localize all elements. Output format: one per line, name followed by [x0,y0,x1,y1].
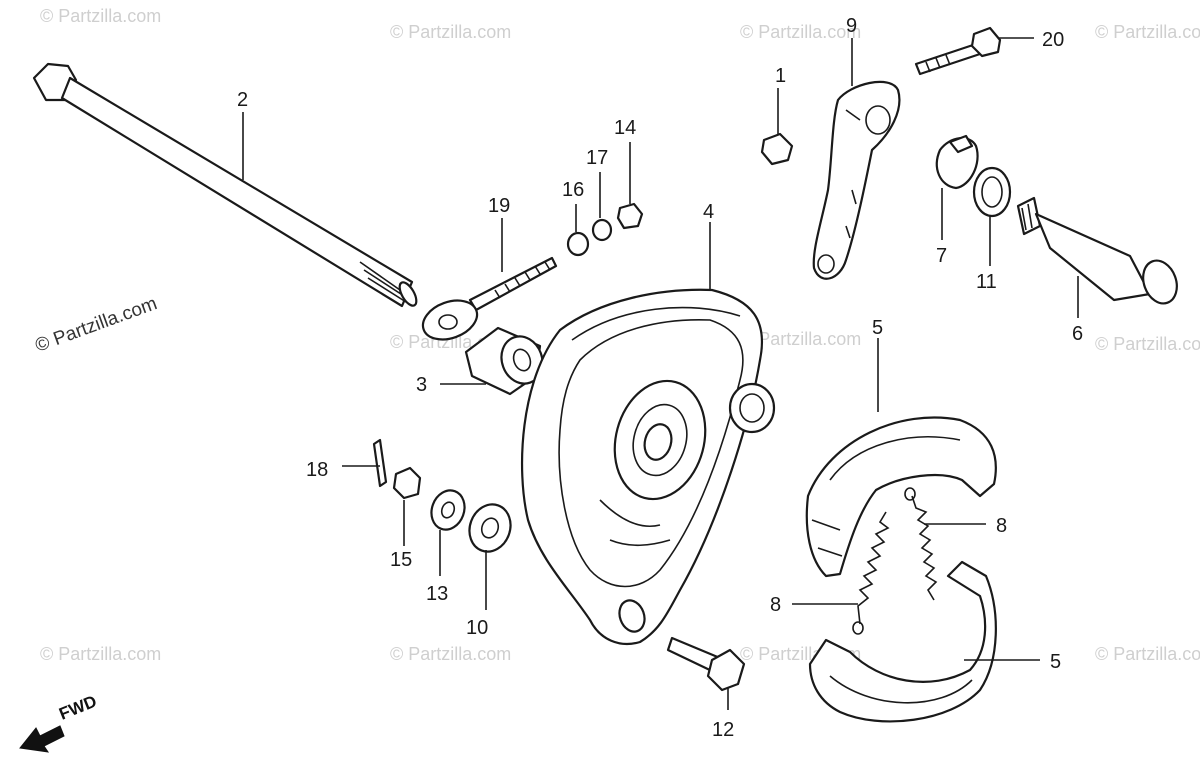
callout-5-lower: 5 [1050,651,1061,673]
brake-cam-6 [1016,196,1178,305]
brake-arm-9 [812,80,901,280]
callout-10: 10 [466,617,488,639]
brake-shoe-lower [808,560,997,723]
watermark: © Partzilla.com [1095,334,1200,354]
callout-7: 7 [936,245,947,267]
washer-16 [566,231,590,257]
bolt-20 [914,26,1002,76]
callout-14: 14 [614,117,636,139]
callout-11: 11 [976,271,997,293]
nut-1 [760,132,794,166]
callout-12: 12 [712,719,734,741]
watermark: © Partzilla.com [1095,22,1200,42]
collar-part [464,326,544,396]
callout-15: 15 [390,549,412,571]
brake-rod-part [421,256,558,341]
spring-8-right [904,487,938,601]
nut-15 [392,466,422,500]
callout-2: 2 [237,89,248,111]
leader-lines [242,37,1079,710]
callout-4: 4 [703,201,714,223]
callout-9: 9 [846,15,857,37]
oil-seal-11 [972,166,1012,218]
watermark: © Partzilla.com [740,22,861,42]
watermark: © Partzilla.com [740,329,861,349]
callout-20: 20 [1042,29,1064,51]
callout-5-upper: 5 [872,317,883,339]
spring-8-left [852,511,890,635]
watermark: © Partzilla.com [40,6,161,26]
callout-8-left: 8 [770,594,781,616]
callout-8-right: 8 [996,515,1007,537]
washer-13 [430,489,466,531]
watermark-main: © Partzilla.com [33,293,160,357]
callout-19: 19 [488,195,510,217]
callout-16: 16 [562,179,584,201]
indicator-plate-7 [935,134,979,190]
nut-14 [616,202,644,230]
bolt-12 [666,636,746,692]
callout-6: 6 [1072,323,1083,345]
axle-part [32,62,418,308]
watermark: © Partzilla.com [390,644,511,664]
watermark: © Partzilla.com [40,644,161,664]
callout-13: 13 [426,583,448,605]
callout-17: 17 [586,147,608,169]
fwd-indicator: FWD [19,692,99,753]
brake-shoe-upper [805,416,997,578]
fwd-label: FWD [56,692,99,724]
cotter-pin-18 [372,438,388,488]
collar-nut-10 [468,503,512,553]
callout-1: 1 [775,65,786,87]
callout-18: 18 [306,459,328,481]
callout-3: 3 [416,374,427,396]
watermark: © Partzilla.com [390,22,511,42]
callout-labels: 1 2 3 4 5 5 6 7 8 8 9 10 11 12 13 14 15 … [237,15,1083,741]
brake-panel-part [520,288,776,646]
spring-washer-17 [591,218,613,242]
watermark: © Partzilla.com [1095,644,1200,664]
